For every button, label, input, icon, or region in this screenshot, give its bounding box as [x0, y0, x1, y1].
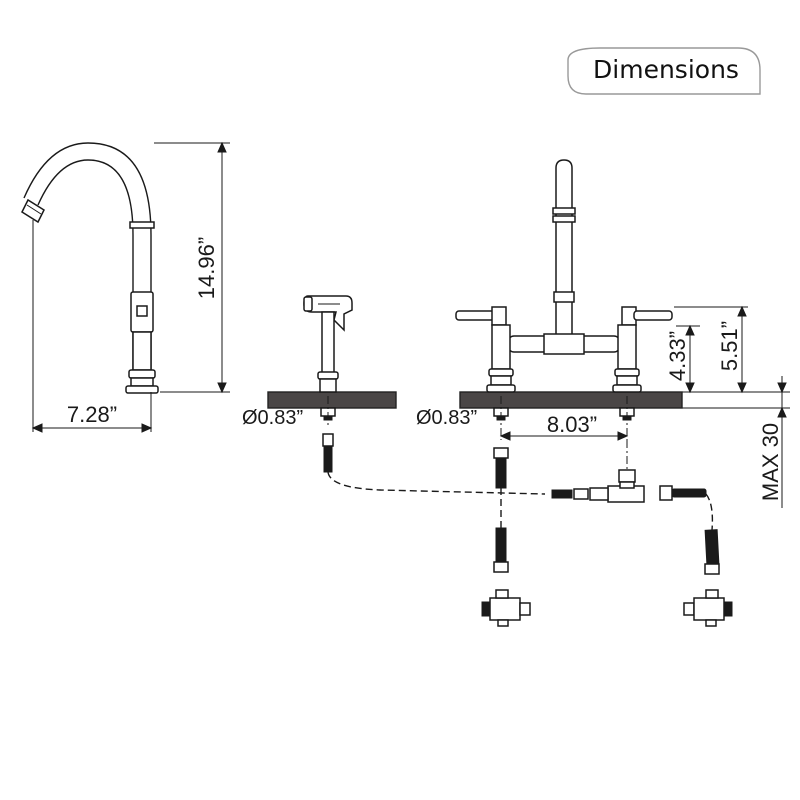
bridge-height-label: 5.51” — [717, 321, 742, 371]
spout-height-label: 14.96” — [194, 237, 219, 299]
countertop-left — [267, 391, 397, 409]
page-title: Dimensions — [593, 55, 739, 84]
spout-side-view: 14.96” 7.28” — [21, 141, 230, 433]
shutoff-valve-right — [683, 589, 733, 627]
shutoff-valve-left — [481, 589, 531, 627]
bridge-faucet-front: Ø0.83” 8.03” 4.33” 5.51” MAX 30 — [416, 159, 790, 508]
spout-reach-label: 7.28” — [67, 402, 117, 427]
side-sprayer: Ø0.83” — [242, 295, 546, 495]
handle-height-label: 4.33” — [665, 331, 690, 381]
handle-spacing-label: 8.03” — [547, 412, 597, 437]
countertop-right — [459, 391, 683, 409]
dimensions-title-tab: Dimensions — [567, 47, 761, 95]
max-deck-thickness-label: MAX 30 — [758, 423, 783, 501]
faucet-hole-label: Ø0.83” — [416, 407, 477, 429]
supply-lines — [493, 440, 720, 575]
sprayer-hole-label: Ø0.83” — [242, 407, 303, 429]
